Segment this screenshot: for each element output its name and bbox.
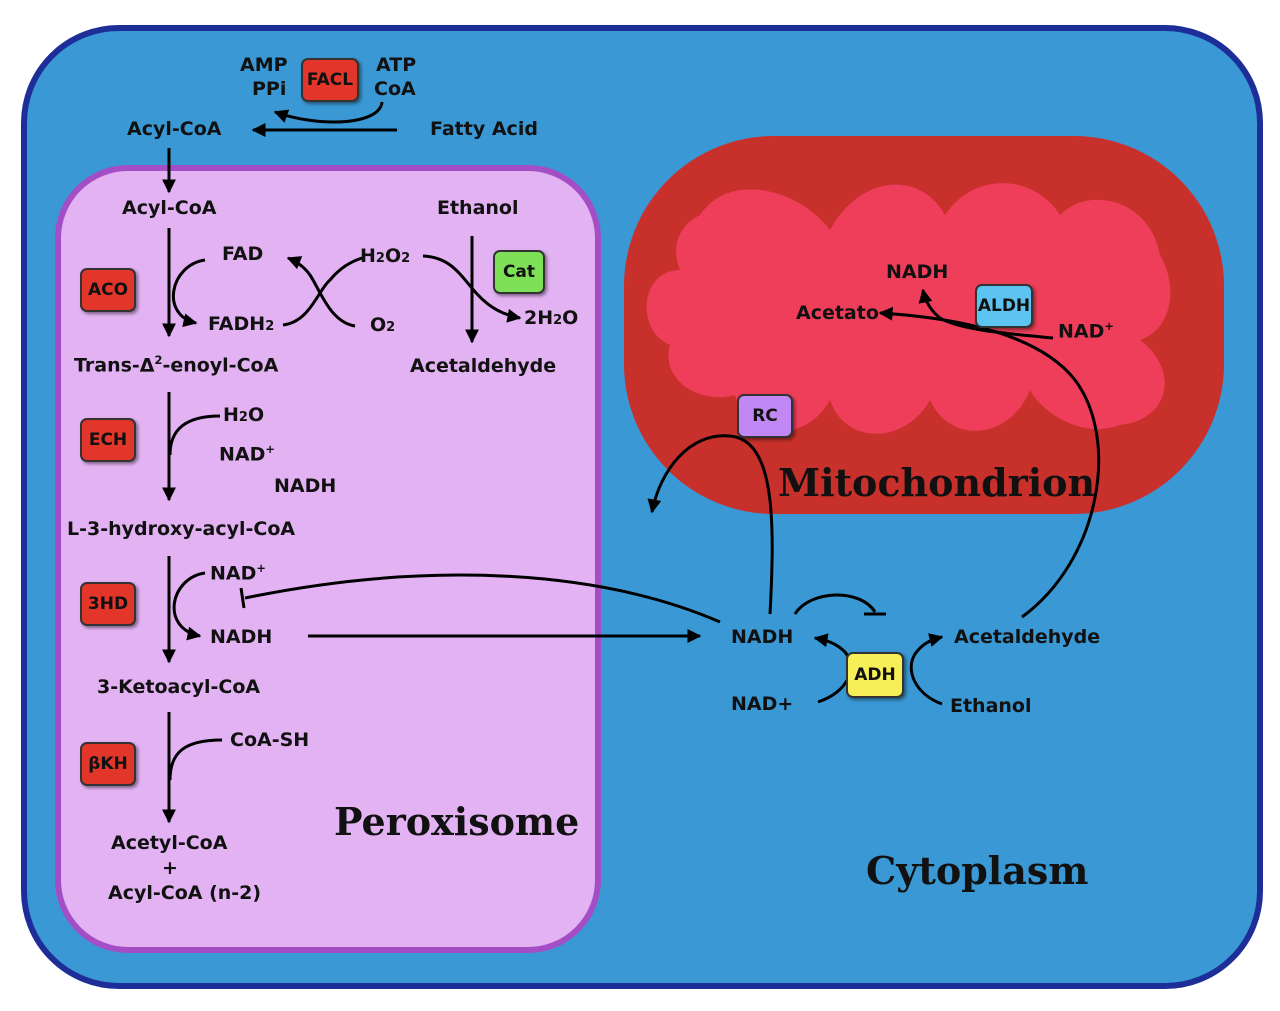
coa-sh-label: CoA-SH: [230, 729, 310, 751]
amp-label: AMP: [240, 54, 288, 76]
h2o-label: H2O: [223, 404, 265, 426]
peroxisomal-ethanol-label: Ethanol: [437, 197, 519, 219]
atp-label: ATP: [376, 54, 417, 76]
nad-nadh-arrow: [172, 571, 206, 641]
fadh2-to-o2-curve: [282, 256, 363, 327]
nadh-inhibition-bar: [239, 587, 246, 609]
nadh-inhibition-line: [244, 573, 721, 624]
ketoacyl-coa-label: 3-Ketoacyl-CoA: [97, 676, 261, 698]
peroxisomal-acetaldehyde-label: Acetaldehyde: [410, 355, 557, 377]
trans-enoyl-coa-label: Trans-Δ2-enoyl-CoA: [74, 353, 279, 377]
nadh-to-rc-arrow: [647, 434, 774, 615]
nad-plus-label: NAD+: [219, 442, 275, 466]
ech-enzyme: ECH: [80, 418, 136, 462]
fad-label: FAD: [222, 243, 264, 265]
atp-coa-to-amp-ppi-arrow: [273, 101, 384, 124]
o2-to-fad-curve: [286, 256, 356, 328]
bkh-enzyme: βKH: [80, 742, 136, 786]
nadh-label: NADH: [274, 475, 337, 497]
ethanol-to-acetaldehyde-cytoplasm-arrow: [909, 633, 944, 706]
ppi-label: PPi: [252, 78, 287, 100]
acetaldehyde-to-acetato-arrow: [878, 306, 1101, 619]
cytoplasm-ethanol-label: Ethanol: [950, 695, 1032, 717]
cytoplasm-title: Cytoplasm: [866, 848, 1089, 893]
cytoplasm-nadh-label: NADH: [731, 626, 794, 648]
mito-nad-plus-label: NAD+: [1058, 319, 1114, 343]
h2o2-to-water-arrow: [422, 254, 522, 323]
acetyl-coa-label: Acetyl-CoA: [111, 832, 228, 854]
o2-label: O2: [370, 314, 396, 336]
fatty-acid-label: Fatty Acid: [430, 118, 538, 140]
fadh2-label: FADH2: [208, 313, 275, 335]
nadh-feedback-arc: [793, 593, 877, 615]
h2o2-label: H2O2: [360, 245, 411, 267]
fad-fadh2-arrow: [171, 258, 206, 328]
water-label: 2H2O: [524, 307, 579, 329]
cat-enzyme: Cat: [493, 250, 545, 294]
plus-label: +: [162, 857, 178, 879]
cytosolic-acyl-coa-label: Acyl-CoA: [127, 118, 222, 140]
hydroxy-acyl-coa-label: L-3-hydroxy-acyl-CoA: [67, 518, 296, 540]
peroxisome-compartment: [55, 165, 601, 953]
mitochondrion-title: Mitochondrion: [778, 460, 1096, 505]
coa-label: CoA: [374, 78, 416, 100]
nad-to-nadh-mito-arrow: [918, 288, 1054, 340]
mito-nadh-label: NADH: [886, 261, 949, 283]
aco-enzyme: ACO: [80, 268, 136, 312]
acyl-coa-n2-label: Acyl-CoA (n-2): [108, 882, 262, 904]
aldh-enzyme: ALDH: [975, 284, 1033, 328]
ech-side-curve: [168, 414, 221, 456]
nad-to-nadh-cytoplasm-arrow: [813, 633, 852, 704]
cytoplasm-nad-plus-label: NAD+: [731, 693, 794, 715]
rc-enzyme: RC: [737, 394, 793, 438]
acetato-label: Acetato: [796, 302, 879, 324]
facl-enzyme: FACL: [301, 58, 359, 102]
3hd-enzyme: 3HD: [80, 582, 136, 626]
peroxisome-title: Peroxisome: [334, 799, 580, 844]
nadh-2-label: NADH: [210, 626, 273, 648]
coa-sh-curve: [168, 738, 223, 781]
cytoplasm-acetaldehyde-label: Acetaldehyde: [954, 626, 1101, 648]
nad-plus-2-label: NAD+: [210, 561, 266, 585]
adh-enzyme: ADH: [846, 652, 904, 698]
mitochondrion-inner-membrane: [646, 183, 1171, 434]
peroxisomal-acyl-coa-label: Acyl-CoA: [122, 197, 217, 219]
